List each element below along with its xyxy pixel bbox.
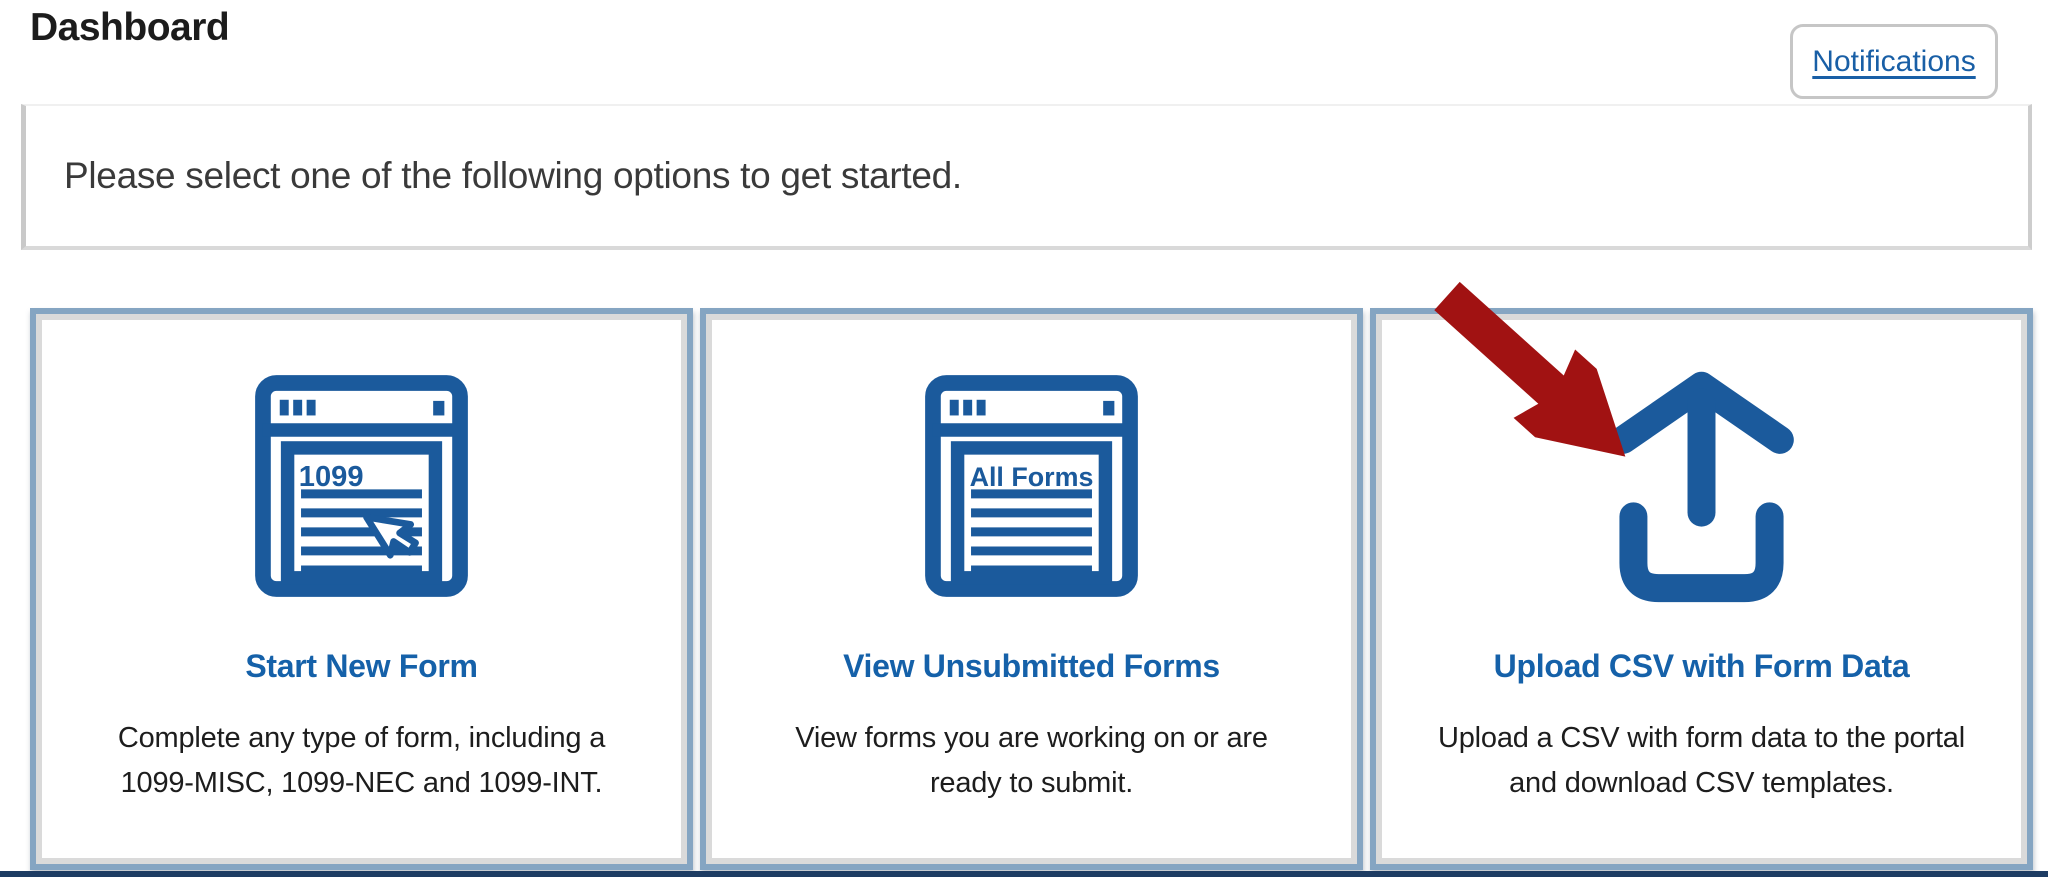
notifications-link[interactable]: Notifications <box>1812 44 1976 78</box>
intro-box: Please select one of the following optio… <box>21 104 2032 250</box>
icon-label-1099: 1099 <box>299 461 364 493</box>
upload-icon <box>1607 370 1796 602</box>
card-start-new-form[interactable]: 1099 Start New Form Complete any type of… <box>30 308 693 870</box>
icon-label-all-forms: All Forms <box>970 462 1094 492</box>
card-upload-csv[interactable]: Upload CSV with Form Data Upload a CSV w… <box>1370 308 2033 870</box>
card-view-unsubmitted-forms-inner: All Forms View Unsubmitted Forms View fo… <box>706 314 1357 864</box>
form-browser-1099-icon: 1099 <box>254 370 469 602</box>
bottom-bar <box>0 871 2048 877</box>
card-upload-csv-inner: Upload CSV with Form Data Upload a CSV w… <box>1376 314 2027 864</box>
card-title: Start New Form <box>245 648 478 684</box>
card-start-new-form-inner: 1099 Start New Form Complete any type of… <box>36 314 687 864</box>
cursor-icon <box>363 513 419 559</box>
intro-text: Please select one of the following optio… <box>64 155 962 196</box>
page-title: Dashboard <box>30 6 230 49</box>
card-description: View forms you are working on or are rea… <box>795 722 1268 799</box>
card-view-unsubmitted-forms[interactable]: All Forms View Unsubmitted Forms View fo… <box>700 308 1363 870</box>
card-title: Upload CSV with Form Data <box>1493 648 1910 684</box>
all-forms-browser-icon: All Forms <box>924 370 1139 602</box>
cards-row: 1099 Start New Form Complete any type of… <box>30 308 2033 870</box>
card-title: View Unsubmitted Forms <box>843 648 1220 684</box>
card-description: Complete any type of form, including a 1… <box>117 722 606 799</box>
notifications-button[interactable]: Notifications <box>1790 24 1998 99</box>
card-description: Upload a CSV with form data to the porta… <box>1438 722 1965 799</box>
